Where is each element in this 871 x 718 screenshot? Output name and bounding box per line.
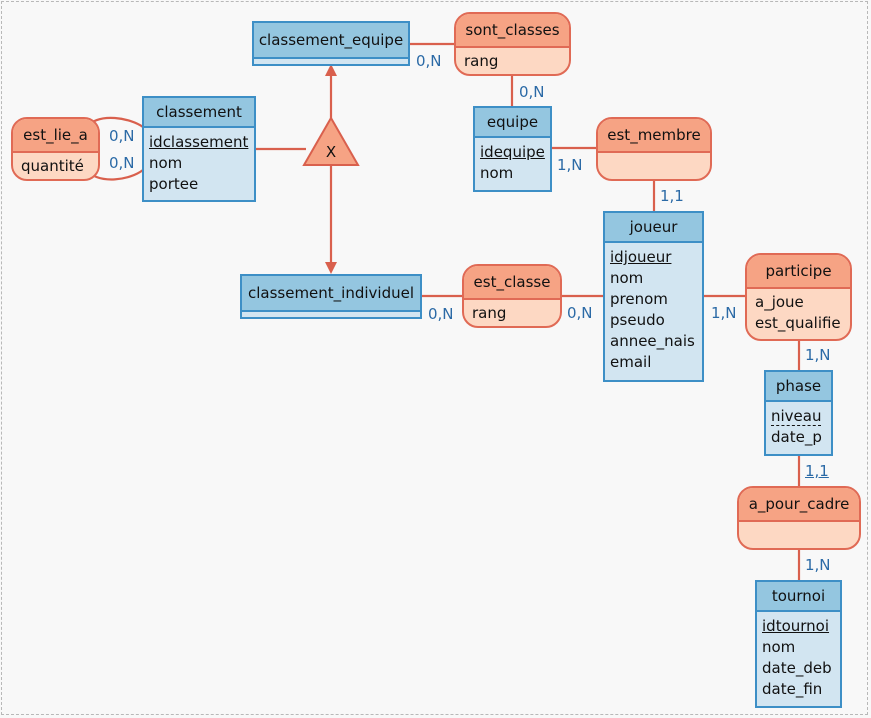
entity-title: classement_equipe xyxy=(254,23,408,59)
cardinality: 1,N xyxy=(711,304,737,322)
entity-title: classement xyxy=(144,98,254,128)
cardinality: 0,N xyxy=(519,83,545,101)
attribute: date_p xyxy=(771,428,822,446)
entity-phase[interactable]: phase niveau date_p xyxy=(764,370,833,456)
cardinality: 1,N xyxy=(557,156,583,174)
association-title: a_pour_cadre xyxy=(739,488,859,522)
association-title: est_lie_a xyxy=(13,119,98,153)
entity-equipe[interactable]: equipe idequipe nom xyxy=(473,106,552,192)
cardinality: 0,N xyxy=(416,52,442,70)
cardinality: 1,1 xyxy=(805,462,829,480)
inheritance-triangle-icon xyxy=(302,115,360,166)
association-title: est_classe xyxy=(464,266,560,300)
association-sont-classes[interactable]: sont_classes rang xyxy=(454,12,571,76)
attribute: nom xyxy=(762,638,796,656)
association-attribute: rang xyxy=(464,52,499,70)
entity-title: phase xyxy=(766,372,831,402)
cardinality: 0,N xyxy=(109,154,135,172)
attribute: portee xyxy=(149,175,199,193)
entity-classement-equipe[interactable]: classement_equipe xyxy=(252,21,410,66)
association-est-lie-a[interactable]: est_lie_a quantité xyxy=(11,117,100,181)
attribute: date_fin xyxy=(762,680,823,698)
attribute-key: idjoueur xyxy=(610,248,672,266)
attribute-key: idtournoi xyxy=(762,617,830,635)
attribute: nom xyxy=(149,154,183,172)
entity-tournoi[interactable]: tournoi idtournoi nom date_deb date_fin xyxy=(755,580,842,708)
attribute: email xyxy=(610,353,652,371)
association-title: est_membre xyxy=(598,119,710,153)
entity-classement[interactable]: classement idclassement nom portee xyxy=(142,96,256,202)
attribute-key: idclassement xyxy=(149,133,249,151)
attribute: annee_nais xyxy=(610,332,695,350)
attribute: prenom xyxy=(610,290,668,308)
association-attribute: quantité xyxy=(21,157,84,175)
association-a-pour-cadre[interactable]: a_pour_cadre xyxy=(737,486,861,550)
arrow-up-icon xyxy=(325,64,337,76)
entity-title: classement_individuel xyxy=(242,276,420,312)
association-est-classe[interactable]: est_classe rang xyxy=(462,264,562,328)
attribute: date_deb xyxy=(762,659,832,677)
attribute: nom xyxy=(480,164,514,182)
association-title: participe xyxy=(747,255,850,289)
cardinality: 0,N xyxy=(428,305,454,323)
cardinality: 1,N xyxy=(805,346,831,364)
cardinality: 1,N xyxy=(805,556,831,574)
entity-title: joueur xyxy=(605,213,702,243)
cardinality: 0,N xyxy=(567,304,593,322)
association-attribute: est_qualifie xyxy=(755,314,841,332)
association-title: sont_classes xyxy=(456,14,569,48)
entity-joueur[interactable]: joueur idjoueur nom prenom pseudo annee_… xyxy=(603,211,704,382)
cardinality: 0,N xyxy=(109,127,135,145)
inheritance-symbol: X xyxy=(326,143,336,161)
attribute: pseudo xyxy=(610,311,665,329)
entity-title: equipe xyxy=(475,108,550,138)
cardinality: 1,1 xyxy=(660,187,684,205)
entity-classement-individuel[interactable]: classement_individuel xyxy=(240,274,422,319)
arrow-down-icon xyxy=(325,262,337,274)
association-attribute: rang xyxy=(472,304,507,322)
association-attribute: a_joue xyxy=(755,293,804,311)
entity-title: tournoi xyxy=(757,582,840,612)
attribute-weak-key: niveau xyxy=(771,407,822,426)
association-est-membre[interactable]: est_membre xyxy=(596,117,712,181)
attribute: nom xyxy=(610,269,644,287)
attribute-key: idequipe xyxy=(480,143,545,161)
association-participe[interactable]: participe a_joue est_qualifie xyxy=(745,253,852,341)
